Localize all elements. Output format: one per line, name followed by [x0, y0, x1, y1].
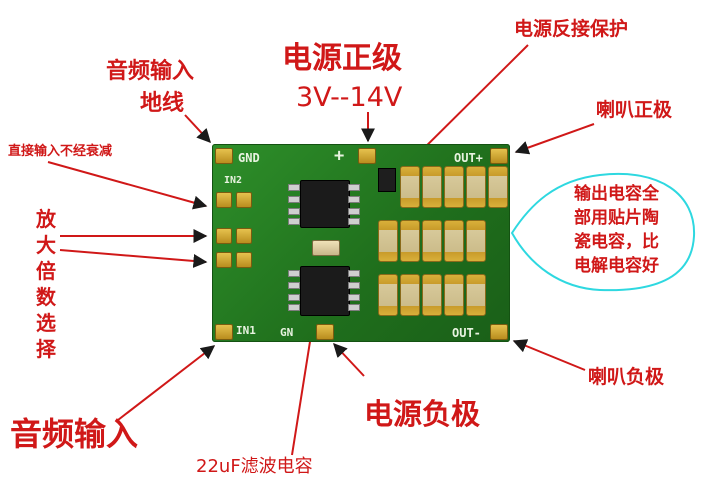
chip-pin: [288, 282, 300, 289]
arrow-audio-gnd: [184, 114, 211, 144]
label-speaker-negative: 喇叭负极: [588, 366, 665, 388]
label-power-range: 3V--14V: [296, 82, 403, 113]
label-output-caps-4: 电解电容好: [574, 256, 659, 276]
chip-pin: [288, 294, 300, 301]
arrow-gain-2: [59, 249, 208, 268]
label-audio-input-gnd-1: 音频输入: [106, 58, 195, 84]
output-cap: [466, 274, 486, 316]
label-gain-select: 放大倍数选择: [36, 207, 56, 361]
output-cap: [422, 274, 442, 316]
chip-pin: [288, 304, 300, 311]
pad-in1: [215, 324, 233, 340]
protection-diode: [378, 168, 396, 192]
silk-gnd: GND: [238, 151, 260, 165]
label-audio-input: 音频输入: [10, 415, 139, 453]
arrow-speaker-pos: [514, 123, 595, 155]
arrow-speaker-neg: [512, 339, 586, 371]
output-cap: [400, 274, 420, 316]
filter-capacitor: [312, 240, 340, 256]
output-cap: [466, 166, 486, 208]
output-cap: [422, 166, 442, 208]
output-cap: [466, 220, 486, 262]
output-caps-bubble: [510, 172, 696, 292]
chip-pin: [348, 304, 360, 311]
output-cap: [400, 166, 420, 208]
output-cap: [444, 274, 464, 316]
pad-gnd-bottom: [316, 324, 334, 340]
chip-pin: [348, 218, 360, 225]
pad-gain-b1: [216, 252, 232, 268]
chip-pin: [348, 294, 360, 301]
label-output-caps-1: 输出电容全: [574, 184, 659, 204]
output-cap: [378, 274, 398, 316]
output-cap: [488, 166, 508, 208]
pad-gain-a2: [236, 228, 252, 244]
label-filter-cap: 22uF滤波电容: [196, 456, 313, 477]
pad-in2: [216, 192, 232, 208]
chip-pin: [348, 270, 360, 277]
silk-in2: IN2: [224, 175, 243, 186]
chip-pin: [288, 208, 300, 215]
chip-pin: [288, 218, 300, 225]
pad-out-plus: [490, 148, 508, 164]
pad-gain-b2: [236, 252, 252, 268]
chip-pin: [288, 270, 300, 277]
output-cap: [444, 166, 464, 208]
output-cap: [422, 220, 442, 262]
label-output-caps-2: 部用贴片陶: [574, 208, 659, 228]
arrow-power-neg: [333, 342, 365, 377]
silk-plus: +: [334, 146, 345, 166]
label-speaker-positive: 喇叭正极: [596, 99, 673, 121]
chip-pin: [348, 208, 360, 215]
chip-pin: [348, 282, 360, 289]
output-cap: [444, 220, 464, 262]
chip-pin: [348, 184, 360, 191]
output-cap: [400, 220, 420, 262]
label-output-caps-3: 瓷电容，比: [574, 232, 659, 252]
arrow-audio-in: [117, 345, 216, 421]
chip-pin: [288, 196, 300, 203]
label-audio-input-gnd-2: 地线: [140, 90, 185, 116]
amplifier-chip-upper: [300, 180, 350, 228]
chip-pin: [288, 184, 300, 191]
pad-out-minus: [490, 324, 508, 340]
label-power-positive: 电源正级: [282, 41, 402, 76]
amplifier-board: GND + OUT+ IN2 IN1 GN OUT-: [212, 144, 510, 342]
label-direct-input: 直接输入不经衰减: [8, 144, 113, 159]
label-power-negative: 电源负极: [364, 397, 481, 431]
chip-pin: [348, 196, 360, 203]
pad-gain-a1: [216, 228, 232, 244]
output-cap: [378, 220, 398, 262]
silk-gn: GN: [280, 326, 294, 339]
arrow-direct-input: [47, 161, 208, 210]
pad-gnd: [215, 148, 233, 164]
silk-out-minus: OUT-: [452, 326, 481, 340]
amplifier-chip-lower: [300, 266, 350, 316]
silk-in1: IN1: [236, 324, 256, 337]
silk-out-plus: OUT+: [454, 151, 483, 165]
pad-power-pos: [358, 148, 376, 164]
pad-in2-b: [236, 192, 252, 208]
label-reverse-protection: 电源反接保护: [514, 18, 629, 40]
